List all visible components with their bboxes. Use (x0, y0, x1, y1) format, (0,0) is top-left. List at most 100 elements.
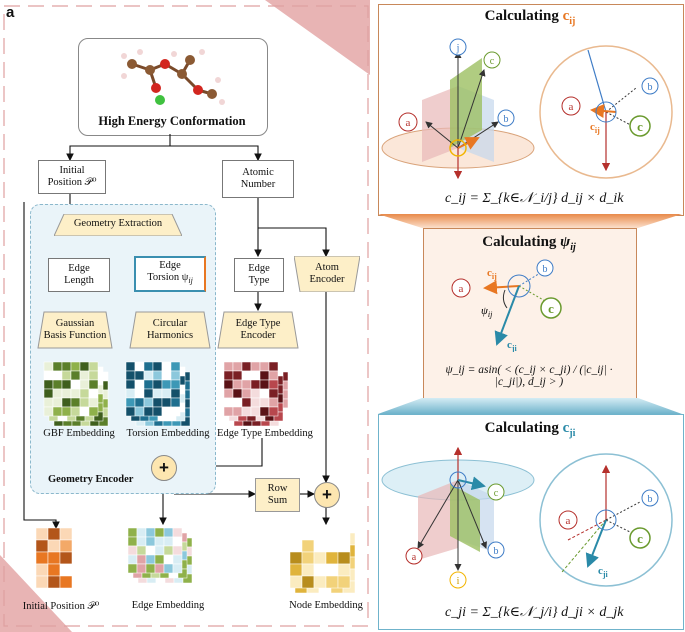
geometry-encoder-label: Geometry Encoder (48, 474, 134, 485)
edge-embedding-label: Edge Embedding (131, 600, 205, 611)
cji-title-sym: c (562, 420, 570, 436)
conformation-title: High Energy Conformation (98, 114, 246, 128)
psi-cji-label: cji (507, 339, 518, 352)
initial-position-bottom-label: Initial Position 𝒫⁰ (22, 601, 100, 612)
cij-node-c: c (490, 56, 495, 67)
sum-circle-node: + (314, 482, 340, 508)
edge-type-encoder-label-1: Edge Type (235, 318, 281, 329)
cji-right-node-b: b (648, 494, 653, 505)
gbf-embedding-label: GBF Embedding (43, 428, 115, 439)
row-sum-label-2: Sum (267, 495, 288, 506)
atom-encoder-shape (294, 256, 360, 292)
edge-type-label-1: Edge (248, 263, 270, 274)
cji-node-a: a (412, 552, 417, 563)
cij-formula: c_ij = Σ_{k∈𝒩_i/j} d_ij × d_ik (445, 191, 624, 206)
cij-right-node-b: b (648, 82, 653, 93)
psi-title-sym: ψ (560, 234, 571, 250)
torsion-embedding-label: Torsion Embedding (126, 428, 210, 439)
torsion-embedding-layer (125, 361, 181, 417)
cij-figure: j c a b a b c cij (381, 38, 673, 180)
psi-title-sub: ij (570, 242, 576, 253)
initial-position-label-1: Initial (59, 165, 85, 176)
psi-title-prefix: Calculating (482, 234, 561, 250)
psi-angle-sym: ψ (481, 305, 488, 317)
psi-cij-sym: c (487, 267, 492, 279)
cij-right-label-sym: c (590, 121, 595, 133)
cji-figure: a c b i a b c cji (381, 446, 673, 589)
edge-length-label-2: Length (64, 275, 94, 286)
node-embedding-layer (289, 527, 351, 589)
cji-node-c: c (494, 488, 499, 499)
cji-right-label: cji (598, 565, 609, 579)
gaussian-label-2: Basis Function (43, 330, 107, 341)
edge-type-label-2: Type (248, 275, 270, 286)
psi-cij-sub: ij (492, 272, 497, 281)
psi-angle-sub: ij (488, 310, 493, 319)
circular-label-1: Circular (152, 318, 188, 329)
gaussian-label-1: Gaussian (55, 318, 95, 329)
cji-title: Calculating cji (378, 420, 682, 439)
cij-right-node-c: c (637, 119, 643, 134)
cij-title: Calculating cij (378, 8, 682, 27)
embedding-grids (35, 361, 356, 594)
psi-box (423, 228, 637, 400)
cij-right-label-sub: ij (595, 126, 600, 135)
atomic-number-label-1: Atomic (242, 167, 274, 178)
edge-type-encoder-label-2: Encoder (240, 330, 276, 341)
psi-node-c: c (548, 301, 554, 316)
psi-cji-sub: ji (511, 344, 518, 352)
cji-right-label-sub: ji (602, 570, 609, 579)
edge-type-embedding-layer (223, 361, 279, 417)
atomic-number-label-2: Number (240, 179, 276, 190)
psi-node-a: a (459, 283, 464, 295)
psi-cji-sym: c (507, 339, 512, 351)
cji-formula: c_ji = Σ_{k∈𝒩_j/i} d_ji × d_jk (445, 605, 624, 620)
cji-node-b: b (494, 546, 499, 557)
band-bottom (378, 398, 682, 414)
cij-node-j: j (456, 43, 460, 54)
cij-title-prefix: Calculating (484, 8, 563, 24)
panel-a: a High Energy Conformation (0, 0, 370, 632)
panel-a-label: a (6, 4, 15, 21)
encoder-shapes (37, 311, 299, 349)
psi-formula: ψ_ij = asin( < (c_ij × c_ji) / (|c_ij| ·… (445, 364, 613, 388)
atom-encoder-label-1: Atom (315, 262, 339, 273)
atom-encoder-label-2: Encoder (309, 274, 345, 285)
panel-b: b Calculating cij j c a b (375, 0, 685, 632)
circular-label-2: Harmonics (146, 330, 194, 341)
psi-figure: a b c cij ψij cji (451, 259, 562, 352)
psi-title: Calculating ψij (423, 234, 635, 253)
node-embedding-label: Node Embedding (289, 600, 363, 611)
initial-position-matrix-layer (35, 527, 73, 589)
sum-circle-edge: + (151, 455, 177, 481)
cji-node-i: i (457, 576, 460, 587)
initial-position-label-2: Position 𝒫⁰ (47, 177, 97, 188)
edge-type-embedding-label: Edge Type Embedding (217, 428, 313, 439)
edge-embedding-layer (127, 527, 183, 574)
cji-title-prefix: Calculating (484, 420, 563, 436)
cij-right-node-a: a (569, 101, 574, 113)
edge-torsion-label-2: Torsion ψ (147, 272, 189, 284)
cij-right-label: cij (590, 121, 600, 135)
psi-cij-label: cij (487, 267, 497, 281)
cij-title-sub: ij (569, 16, 576, 27)
geometry-extraction: Geometry Extraction (73, 218, 163, 229)
row-sum-label-1: Row (267, 483, 288, 494)
cij-node-b: b (504, 114, 509, 125)
panel-a-frame (0, 0, 370, 632)
gbf-embedding-layer (43, 361, 99, 417)
cji-title-sub: ji (569, 428, 576, 439)
edge-length-label-1: Edge (68, 263, 90, 274)
cji-right-node-c: c (637, 531, 643, 546)
cij-title-sym: c (562, 8, 570, 24)
